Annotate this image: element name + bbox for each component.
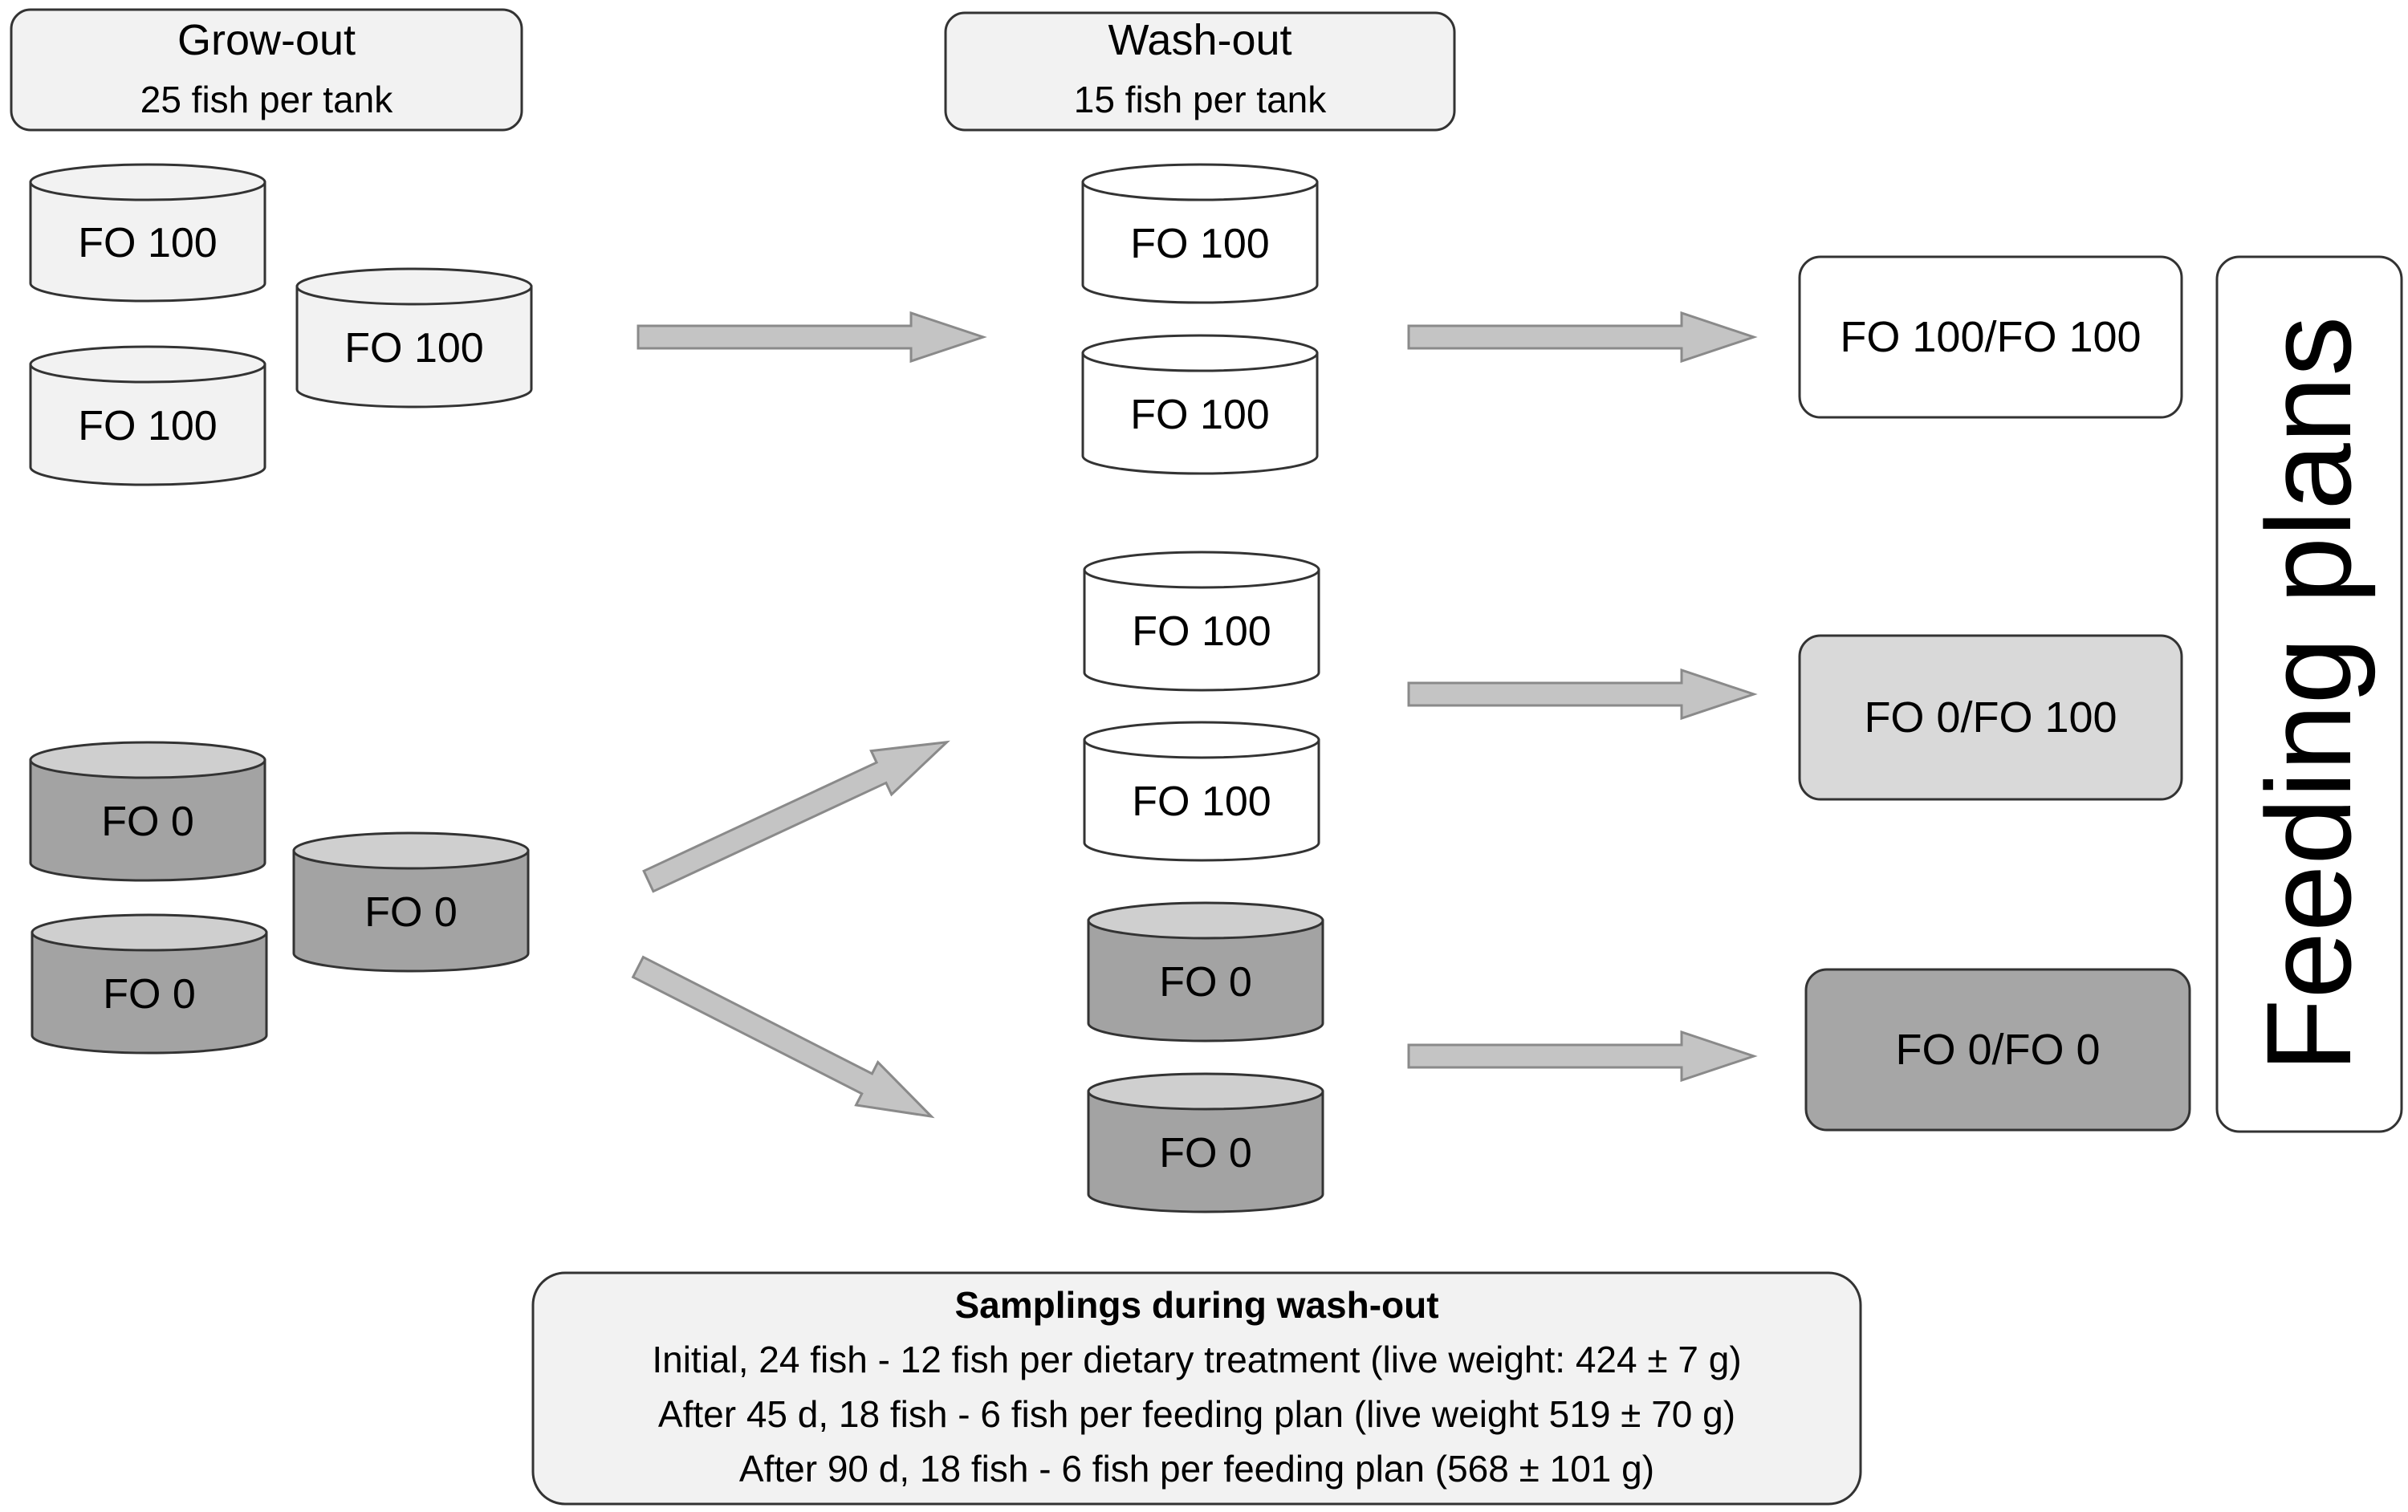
plan-label-3: FO 0/FO 0 [1895, 1026, 2100, 1074]
tank-growout-fo100-1: FO 100 [29, 163, 266, 303]
arrow-to-plan-3 [1407, 1030, 1758, 1083]
plan-box-2: FO 0/FO 100 [1798, 634, 2183, 801]
tank-label: FO 0 [364, 889, 458, 936]
tank-label: FO 0 [1159, 1130, 1252, 1177]
arrow-growout-fo100-to-washout [637, 311, 987, 364]
plan-box-1: FO 100/FO 100 [1798, 255, 2183, 419]
tank-label: FO 100 [1130, 221, 1269, 267]
tank-washout-2: FO 100 [1081, 334, 1319, 475]
arrow-to-plan-1 [1407, 311, 1758, 364]
samplings-line-2: After 45 d, 18 fish - 6 fish per feeding… [658, 1393, 1735, 1435]
tank-label: FO 100 [1132, 778, 1271, 825]
tank-growout-fo0-2: FO 0 [292, 831, 530, 973]
washout-subtitle: 15 fish per tank [1074, 79, 1328, 120]
samplings-title: Samplings during wash-out [954, 1284, 1438, 1326]
samplings-line-3: After 90 d, 18 fish - 6 fish per feeding… [739, 1448, 1654, 1490]
tank-label: FO 100 [1130, 392, 1269, 438]
tank-washout-5: FO 0 [1087, 901, 1324, 1043]
samplings-line-1: Initial, 24 fish - 12 fish per dietary t… [652, 1339, 1741, 1380]
tank-washout-4: FO 100 [1083, 721, 1320, 862]
tank-label: FO 100 [78, 403, 217, 449]
tank-label: FO 100 [1132, 608, 1271, 655]
arrow-growout-fo0-to-washout-fo0 [631, 955, 935, 1119]
tank-growout-fo0-3: FO 0 [31, 913, 268, 1055]
tank-label: FO 0 [103, 971, 196, 1018]
tank-washout-3: FO 100 [1083, 551, 1320, 692]
arrow-growout-fo0-to-washout-fo100 [642, 740, 950, 893]
tank-growout-fo100-3: FO 100 [29, 345, 266, 486]
feeding-plans-label: Feeding plans [2241, 316, 2376, 1072]
arrow-to-plan-2 [1407, 668, 1758, 721]
tank-label: FO 100 [344, 325, 483, 372]
tank-label: FO 0 [101, 799, 194, 845]
tank-washout-6: FO 0 [1087, 1072, 1324, 1213]
tank-growout-fo100-2: FO 100 [295, 267, 533, 408]
growout-title: Grow-out [177, 16, 356, 64]
growout-header: Grow-out 25 fish per tank [10, 8, 523, 132]
growout-subtitle: 25 fish per tank [140, 79, 394, 120]
washout-header: Wash-out 15 fish per tank [944, 11, 1456, 132]
tank-growout-fo0-1: FO 0 [29, 741, 266, 882]
washout-title: Wash-out [1108, 16, 1291, 64]
tank-label: FO 0 [1159, 959, 1252, 1006]
plan-box-3: FO 0/FO 0 [1804, 968, 2191, 1132]
tank-label: FO 100 [78, 220, 217, 266]
feeding-plans-panel: Feeding plans [2215, 255, 2403, 1133]
plan-label-1: FO 100/FO 100 [1840, 313, 2141, 361]
samplings-panel: Samplings during wash-out Initial, 24 fi… [531, 1271, 1862, 1506]
tank-washout-1: FO 100 [1081, 163, 1319, 304]
plan-label-2: FO 0/FO 100 [1864, 693, 2117, 742]
